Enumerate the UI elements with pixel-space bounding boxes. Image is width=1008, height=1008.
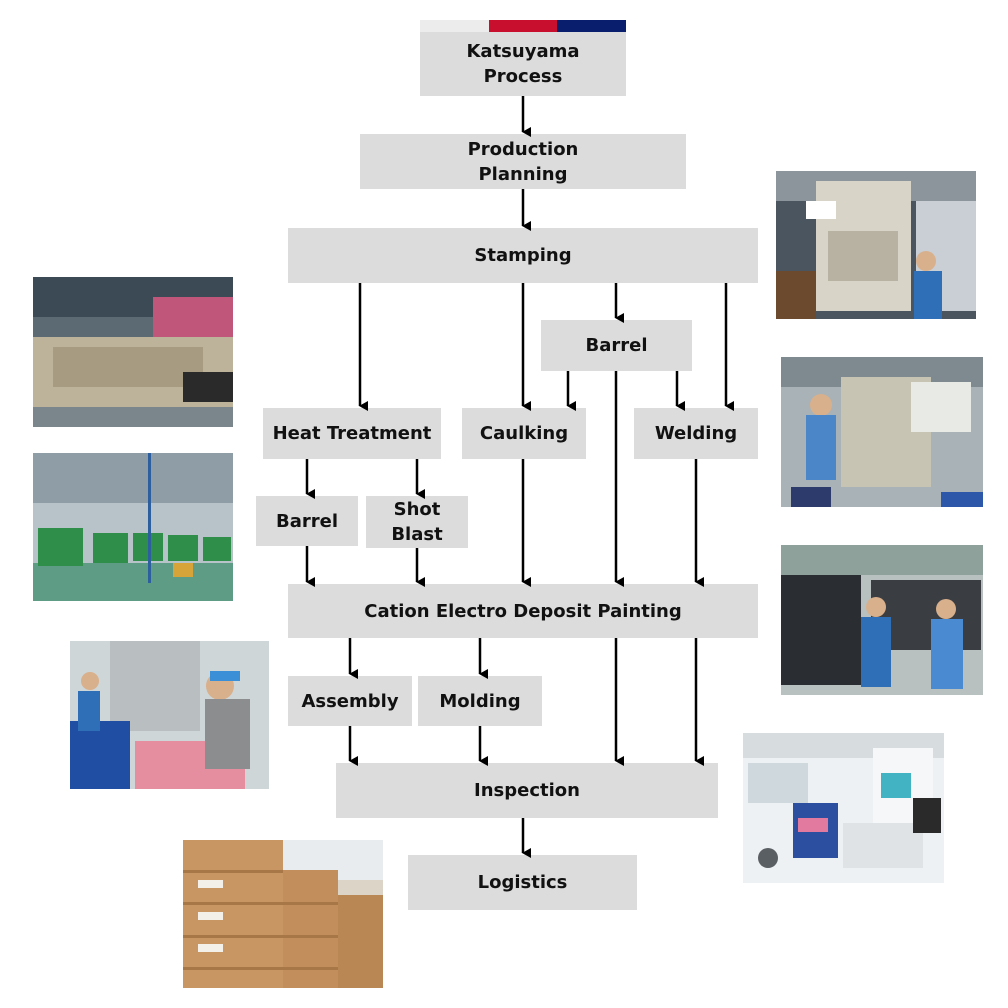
logistics-box: Logistics xyxy=(408,855,637,910)
assembly-photo xyxy=(70,641,269,789)
ced-painting-label: Cation Electro Deposit Painting xyxy=(364,600,682,622)
logistics-photo xyxy=(183,840,383,988)
flag-stripe-blue xyxy=(557,20,626,32)
planning-label: Planning xyxy=(478,163,568,185)
molding-label: Molding xyxy=(439,690,521,712)
inspection-photo xyxy=(743,733,944,883)
barrel-photo xyxy=(33,453,233,601)
welding-box: Welding xyxy=(634,408,758,459)
barrel-left-box: Barrel xyxy=(256,496,358,546)
press-photo xyxy=(776,171,976,319)
assembly-box: Assembly xyxy=(288,676,412,726)
barrel-top-box: Barrel xyxy=(541,320,692,371)
furnace-photo xyxy=(33,277,233,427)
flag-stripe-white xyxy=(420,20,489,32)
production-label: Production xyxy=(467,138,579,160)
caulking-box: Caulking xyxy=(462,408,586,459)
process-label: Process xyxy=(483,66,563,87)
blast-label: Blast xyxy=(391,524,443,545)
inspection-box: Inspection xyxy=(336,763,718,818)
heat-treatment-label: Heat Treatment xyxy=(272,423,432,444)
barrel-left-label: Barrel xyxy=(276,510,338,532)
caulking-label: Caulking xyxy=(479,423,569,444)
inspection-label: Inspection xyxy=(474,780,580,801)
stamping-box: Stamping xyxy=(288,228,758,283)
welding-photo xyxy=(781,357,983,507)
welding-label: Welding xyxy=(654,423,738,444)
shot-label: Shot xyxy=(393,499,441,520)
painting-photo xyxy=(781,545,983,695)
heat-treatment-box: Heat Treatment xyxy=(263,408,441,459)
ced-painting-box: Cation Electro Deposit Painting xyxy=(288,584,758,638)
molding-box: Molding xyxy=(418,676,542,726)
barrel-top-label: Barrel xyxy=(585,335,648,356)
flag-stripe-red xyxy=(489,20,557,32)
stamping-label: Stamping xyxy=(474,245,572,266)
katsuyama-label: Katsuyama xyxy=(466,41,580,62)
logistics-label: Logistics xyxy=(477,872,568,893)
assembly-label: Assembly xyxy=(301,690,399,712)
